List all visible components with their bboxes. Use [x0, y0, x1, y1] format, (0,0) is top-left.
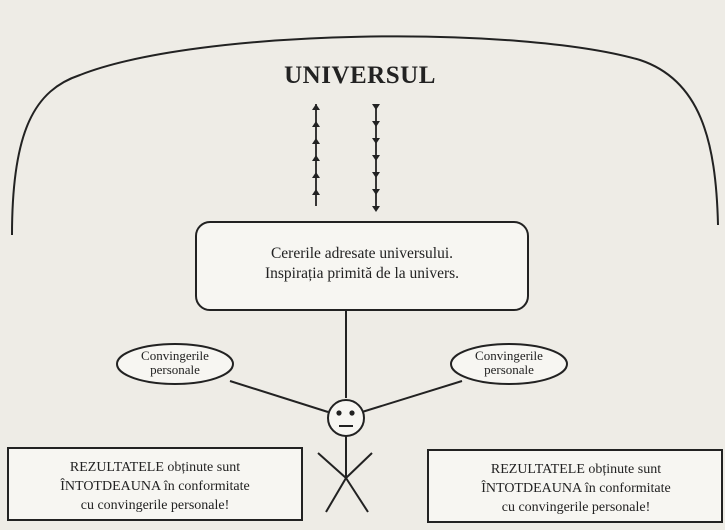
arrows-down-column	[372, 104, 380, 212]
up-arrow-head	[312, 104, 320, 110]
center-box-line-2: Inspirația primită de la univers.	[264, 265, 460, 282]
down-arrow-head	[372, 138, 380, 144]
up-arrow-head	[312, 155, 320, 161]
figure-left-lower-leg	[325, 477, 347, 513]
belief-oval-right	[450, 343, 568, 385]
result-right-line-3: cu convingerile personale!	[501, 500, 651, 515]
down-arrow-head	[372, 189, 380, 195]
belief-left-line-1: Convingerile	[141, 348, 209, 363]
up-arrow-head	[312, 121, 320, 127]
belief-left-label: Convingerile personale	[118, 349, 232, 377]
figure-right-upper-leg	[345, 452, 373, 479]
result-left-text: REZULTATELE obținute sunt ÎNTOTDEAUNA în…	[14, 458, 296, 515]
belief-right-label: Convingerile personale	[452, 349, 566, 377]
up-arrow-head	[312, 172, 320, 178]
center-box	[195, 221, 529, 311]
figure-right-arm	[361, 380, 463, 413]
figure-right-lower-leg	[345, 477, 369, 513]
result-right-text: REZULTATELE obținute sunt ÎNTOTDEAUNA în…	[432, 460, 720, 517]
result-left-line-3: cu convingerile personale!	[80, 498, 230, 513]
up-arrow-head	[312, 138, 320, 144]
result-right-line-2: ÎNTOTDEAUNA în conformitate	[481, 481, 671, 496]
down-arrow-head	[372, 155, 380, 161]
result-left-line-2: ÎNTOTDEAUNA în conformitate	[60, 479, 250, 494]
belief-right-line-2: personale	[484, 362, 534, 377]
result-left-line-1: REZULTATELE obținute sunt	[69, 460, 241, 475]
belief-right-line-1: Convingerile	[475, 348, 543, 363]
belief-left-line-2: personale	[150, 362, 200, 377]
result-right-line-1: REZULTATELE obținute sunt	[490, 462, 662, 477]
stick-figure	[229, 310, 463, 513]
up-arrow-head	[312, 189, 320, 195]
figure-left-eye	[336, 410, 342, 416]
figure-head	[327, 399, 365, 437]
down-arrow-fork	[372, 104, 380, 110]
arrows-up-column	[312, 104, 320, 206]
center-box-text: Cererile adresate universului. Inspirați…	[196, 244, 528, 284]
belief-oval-left	[116, 343, 234, 385]
universe-title: UNIVERSUL	[284, 62, 436, 89]
center-box-line-1: Cererile adresate universului.	[270, 245, 454, 262]
universe-dome	[11, 35, 719, 236]
down-arrow-head	[372, 121, 380, 127]
result-box-left	[7, 447, 303, 521]
figure-right-eye	[349, 410, 355, 416]
figure-left-arm	[229, 380, 329, 413]
figure-left-upper-leg	[317, 452, 347, 479]
down-arrow-head	[372, 172, 380, 178]
down-arrow-head	[372, 206, 380, 212]
result-box-right	[427, 449, 723, 523]
